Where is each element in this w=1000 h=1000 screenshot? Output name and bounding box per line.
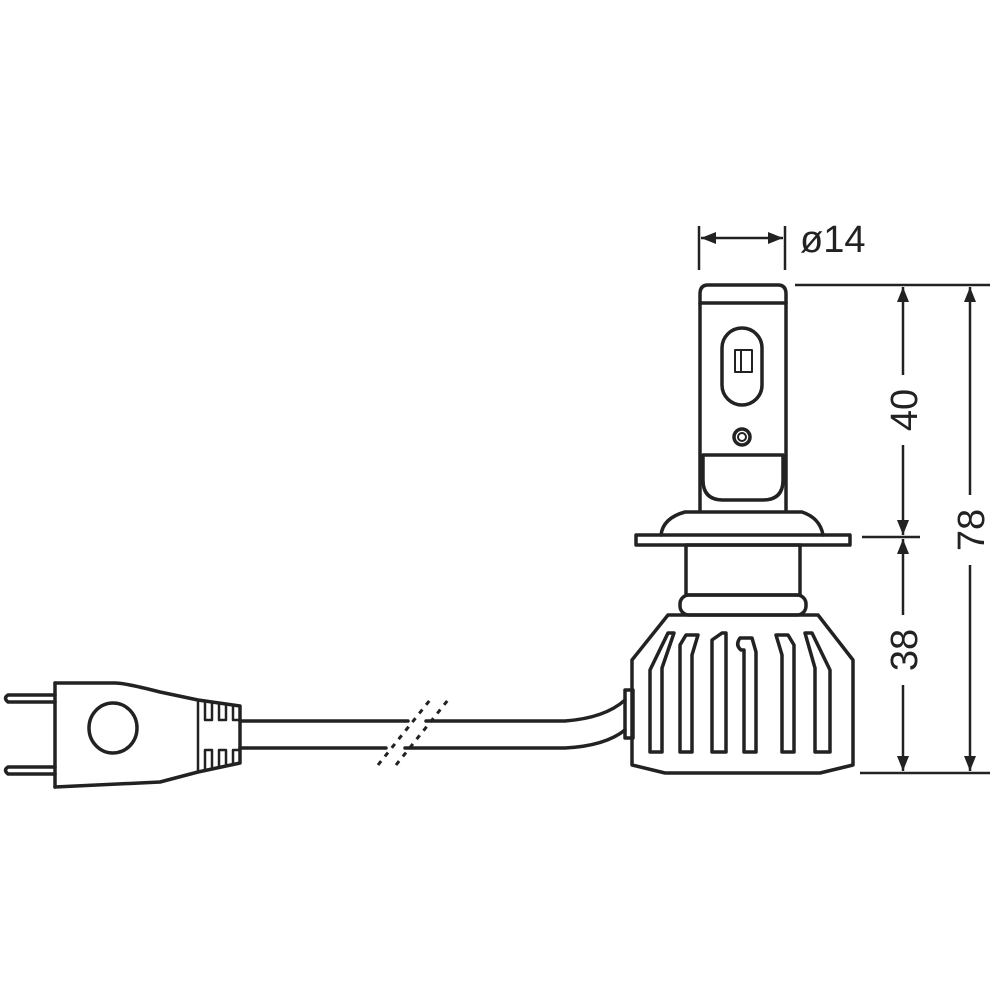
bulb-head [698,283,788,512]
total-height-label: 78 [951,509,993,551]
heatsink [623,613,855,775]
led-chip-icon [720,326,764,407]
lower-height-label: 38 [884,629,926,671]
diameter-label: ø14 [800,219,865,261]
cable [238,698,627,766]
upper-height-label: 40 [884,389,926,431]
connector-plug [3,681,242,789]
diameter-dimension: ø14 [697,219,865,270]
bulb-base [634,510,852,617]
height-dimensions: 40 38 78 [795,283,993,775]
